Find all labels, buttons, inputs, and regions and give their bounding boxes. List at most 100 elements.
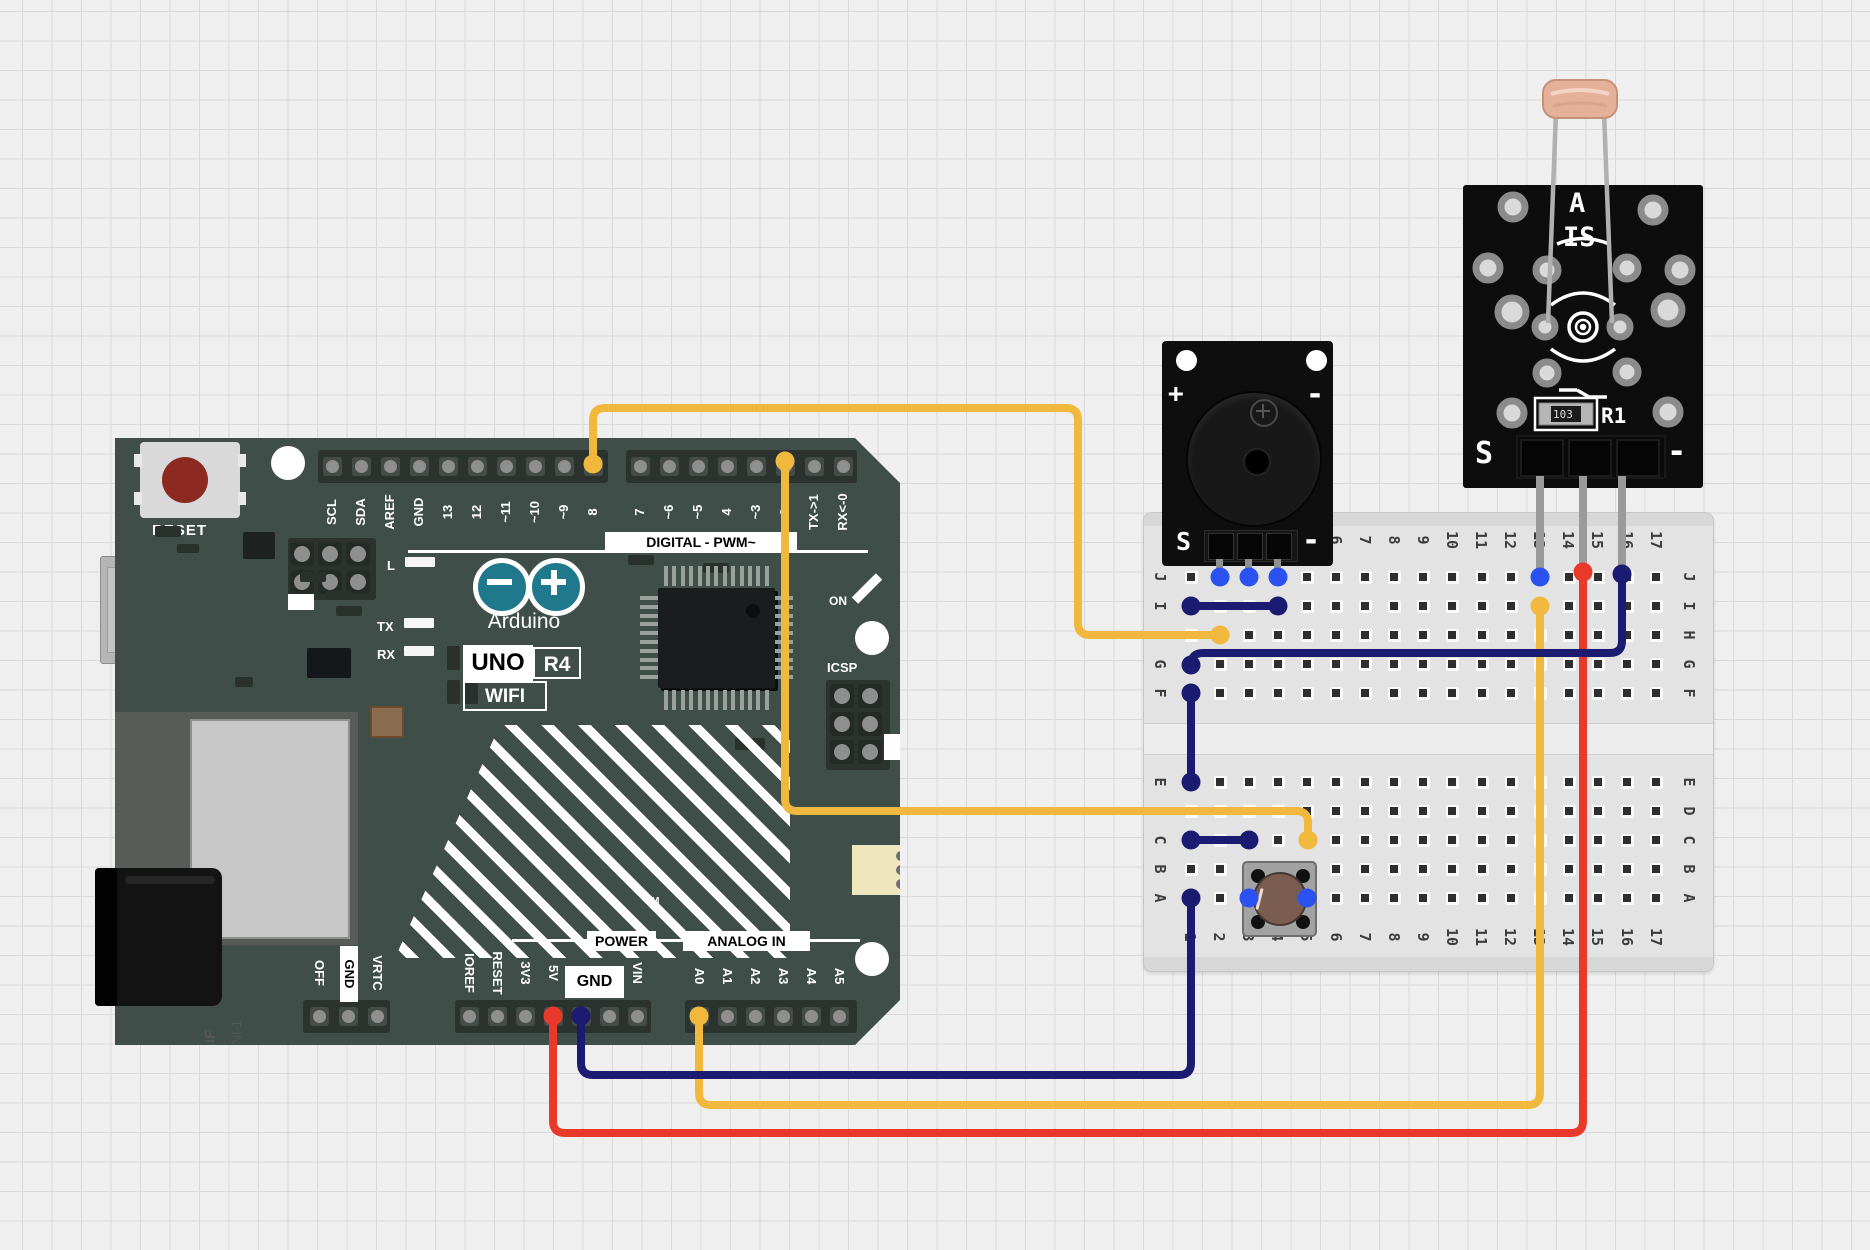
breadboard-hole[interactable] (1650, 657, 1664, 671)
breadboard-hole[interactable] (1184, 862, 1198, 876)
breadboard-hole[interactable] (1300, 686, 1314, 700)
breadboard-hole[interactable] (1621, 657, 1634, 671)
breadboard-hole[interactable] (1242, 804, 1256, 818)
breadboard-hole[interactable] (1533, 775, 1547, 789)
breadboard-hole[interactable] (1184, 833, 1198, 847)
icsp-pin[interactable] (858, 712, 882, 736)
breadboard-hole[interactable] (1417, 599, 1431, 613)
breadboard-hole[interactable] (1562, 833, 1576, 847)
breadboard-hole[interactable] (1417, 686, 1431, 700)
icsp-pin[interactable] (830, 684, 854, 708)
breadboard-hole[interactable] (1533, 833, 1547, 847)
icsp-pin[interactable] (858, 740, 882, 764)
pin-power-switch[interactable] (310, 1007, 329, 1026)
push-button-cap[interactable] (1253, 872, 1307, 926)
breadboard-hole[interactable] (1446, 628, 1460, 642)
breadboard-hole[interactable] (1213, 862, 1227, 876)
breadboard-hole[interactable] (1591, 686, 1605, 700)
breadboard-hole[interactable] (1388, 686, 1402, 700)
breadboard-hole[interactable] (1475, 657, 1489, 671)
breadboard-hole[interactable] (1504, 775, 1518, 789)
breadboard-hole[interactable] (1271, 686, 1285, 700)
breadboard-hole[interactable] (1417, 657, 1431, 671)
buzzer-module[interactable]: + - S - (1162, 341, 1333, 579)
breadboard-hole[interactable] (1271, 599, 1285, 613)
breadboard-hole[interactable] (1562, 628, 1576, 642)
pin-power[interactable] (460, 1007, 479, 1026)
breadboard-hole[interactable] (1417, 775, 1431, 789)
breadboard-hole[interactable] (1300, 833, 1314, 847)
breadboard-hole[interactable] (1330, 891, 1343, 905)
breadboard-hole[interactable] (1271, 775, 1285, 789)
breadboard-hole[interactable] (1650, 686, 1664, 700)
breadboard-hole[interactable] (1446, 804, 1460, 818)
breadboard-hole[interactable] (1213, 657, 1227, 671)
breadboard-hole[interactable] (1621, 686, 1634, 700)
breadboard-hole[interactable] (1184, 599, 1198, 613)
icsp-pin[interactable] (858, 684, 882, 708)
breadboard-hole[interactable] (1242, 833, 1256, 847)
breadboard-hole[interactable] (1650, 599, 1664, 613)
breadboard-hole[interactable] (1388, 891, 1402, 905)
breadboard-hole[interactable] (1184, 891, 1198, 905)
breadboard-hole[interactable] (1330, 657, 1343, 671)
pin-7[interactable] (631, 457, 650, 476)
pin-5[interactable] (689, 457, 708, 476)
pin-SDA[interactable] (352, 457, 371, 476)
breadboard-hole[interactable] (1650, 804, 1664, 818)
breadboard-hole[interactable] (1621, 833, 1634, 847)
breadboard-hole[interactable] (1650, 570, 1664, 584)
breadboard-hole[interactable] (1475, 804, 1489, 818)
pin-11[interactable] (497, 457, 516, 476)
breadboard-hole[interactable] (1359, 570, 1373, 584)
swd-pin[interactable] (346, 542, 370, 566)
breadboard-hole[interactable] (1359, 657, 1373, 671)
breadboard-hole[interactable] (1300, 657, 1314, 671)
photoresistor[interactable] (1542, 79, 1618, 119)
arduino-uno-r4-wifi-board[interactable]: RESET SCLSDAAREFGND1312~11~10~987~6~54~3… (115, 438, 900, 1045)
breadboard-hole[interactable] (1504, 628, 1518, 642)
breadboard-hole[interactable] (1591, 657, 1605, 671)
breadboard-hole[interactable] (1562, 804, 1576, 818)
breadboard-hole[interactable] (1475, 833, 1489, 847)
breadboard-hole[interactable] (1533, 657, 1547, 671)
breadboard-hole[interactable] (1330, 775, 1343, 789)
reset-button-cap[interactable] (162, 457, 208, 503)
breadboard-hole[interactable] (1504, 862, 1518, 876)
breadboard-hole[interactable] (1533, 686, 1547, 700)
breadboard-hole[interactable] (1388, 570, 1402, 584)
breadboard-hole[interactable] (1621, 804, 1634, 818)
breadboard-hole[interactable] (1184, 775, 1198, 789)
breadboard-hole[interactable] (1184, 804, 1198, 818)
icsp-pin[interactable] (830, 712, 854, 736)
breadboard-hole[interactable] (1213, 628, 1227, 642)
breadboard-hole[interactable] (1330, 628, 1343, 642)
breadboard-hole[interactable] (1591, 891, 1605, 905)
breadboard-hole[interactable] (1562, 657, 1576, 671)
breadboard-hole[interactable] (1621, 628, 1634, 642)
breadboard-hole[interactable] (1388, 833, 1402, 847)
breadboard-hole[interactable] (1330, 833, 1343, 847)
breadboard-hole[interactable] (1475, 775, 1489, 789)
breadboard-hole[interactable] (1504, 891, 1518, 905)
breadboard-hole[interactable] (1475, 628, 1489, 642)
breadboard-hole[interactable] (1213, 686, 1227, 700)
breadboard-hole[interactable] (1184, 686, 1198, 700)
breadboard-hole[interactable] (1417, 628, 1431, 642)
breadboard-hole[interactable] (1359, 891, 1373, 905)
breadboard-hole[interactable] (1330, 570, 1343, 584)
breadboard-hole[interactable] (1300, 804, 1314, 818)
breadboard-hole[interactable] (1621, 891, 1634, 905)
breadboard-hole[interactable] (1475, 686, 1489, 700)
breadboard-hole[interactable] (1562, 686, 1576, 700)
breadboard-hole[interactable] (1330, 686, 1343, 700)
breadboard-hole[interactable] (1388, 775, 1402, 789)
breadboard-hole[interactable] (1213, 804, 1227, 818)
breadboard-hole[interactable] (1446, 686, 1460, 700)
breadboard-hole[interactable] (1388, 599, 1402, 613)
breadboard-hole[interactable] (1446, 862, 1460, 876)
pin-4[interactable] (718, 457, 737, 476)
breadboard-hole[interactable] (1213, 833, 1227, 847)
breadboard-hole[interactable] (1562, 775, 1576, 789)
breadboard-hole[interactable] (1359, 833, 1373, 847)
